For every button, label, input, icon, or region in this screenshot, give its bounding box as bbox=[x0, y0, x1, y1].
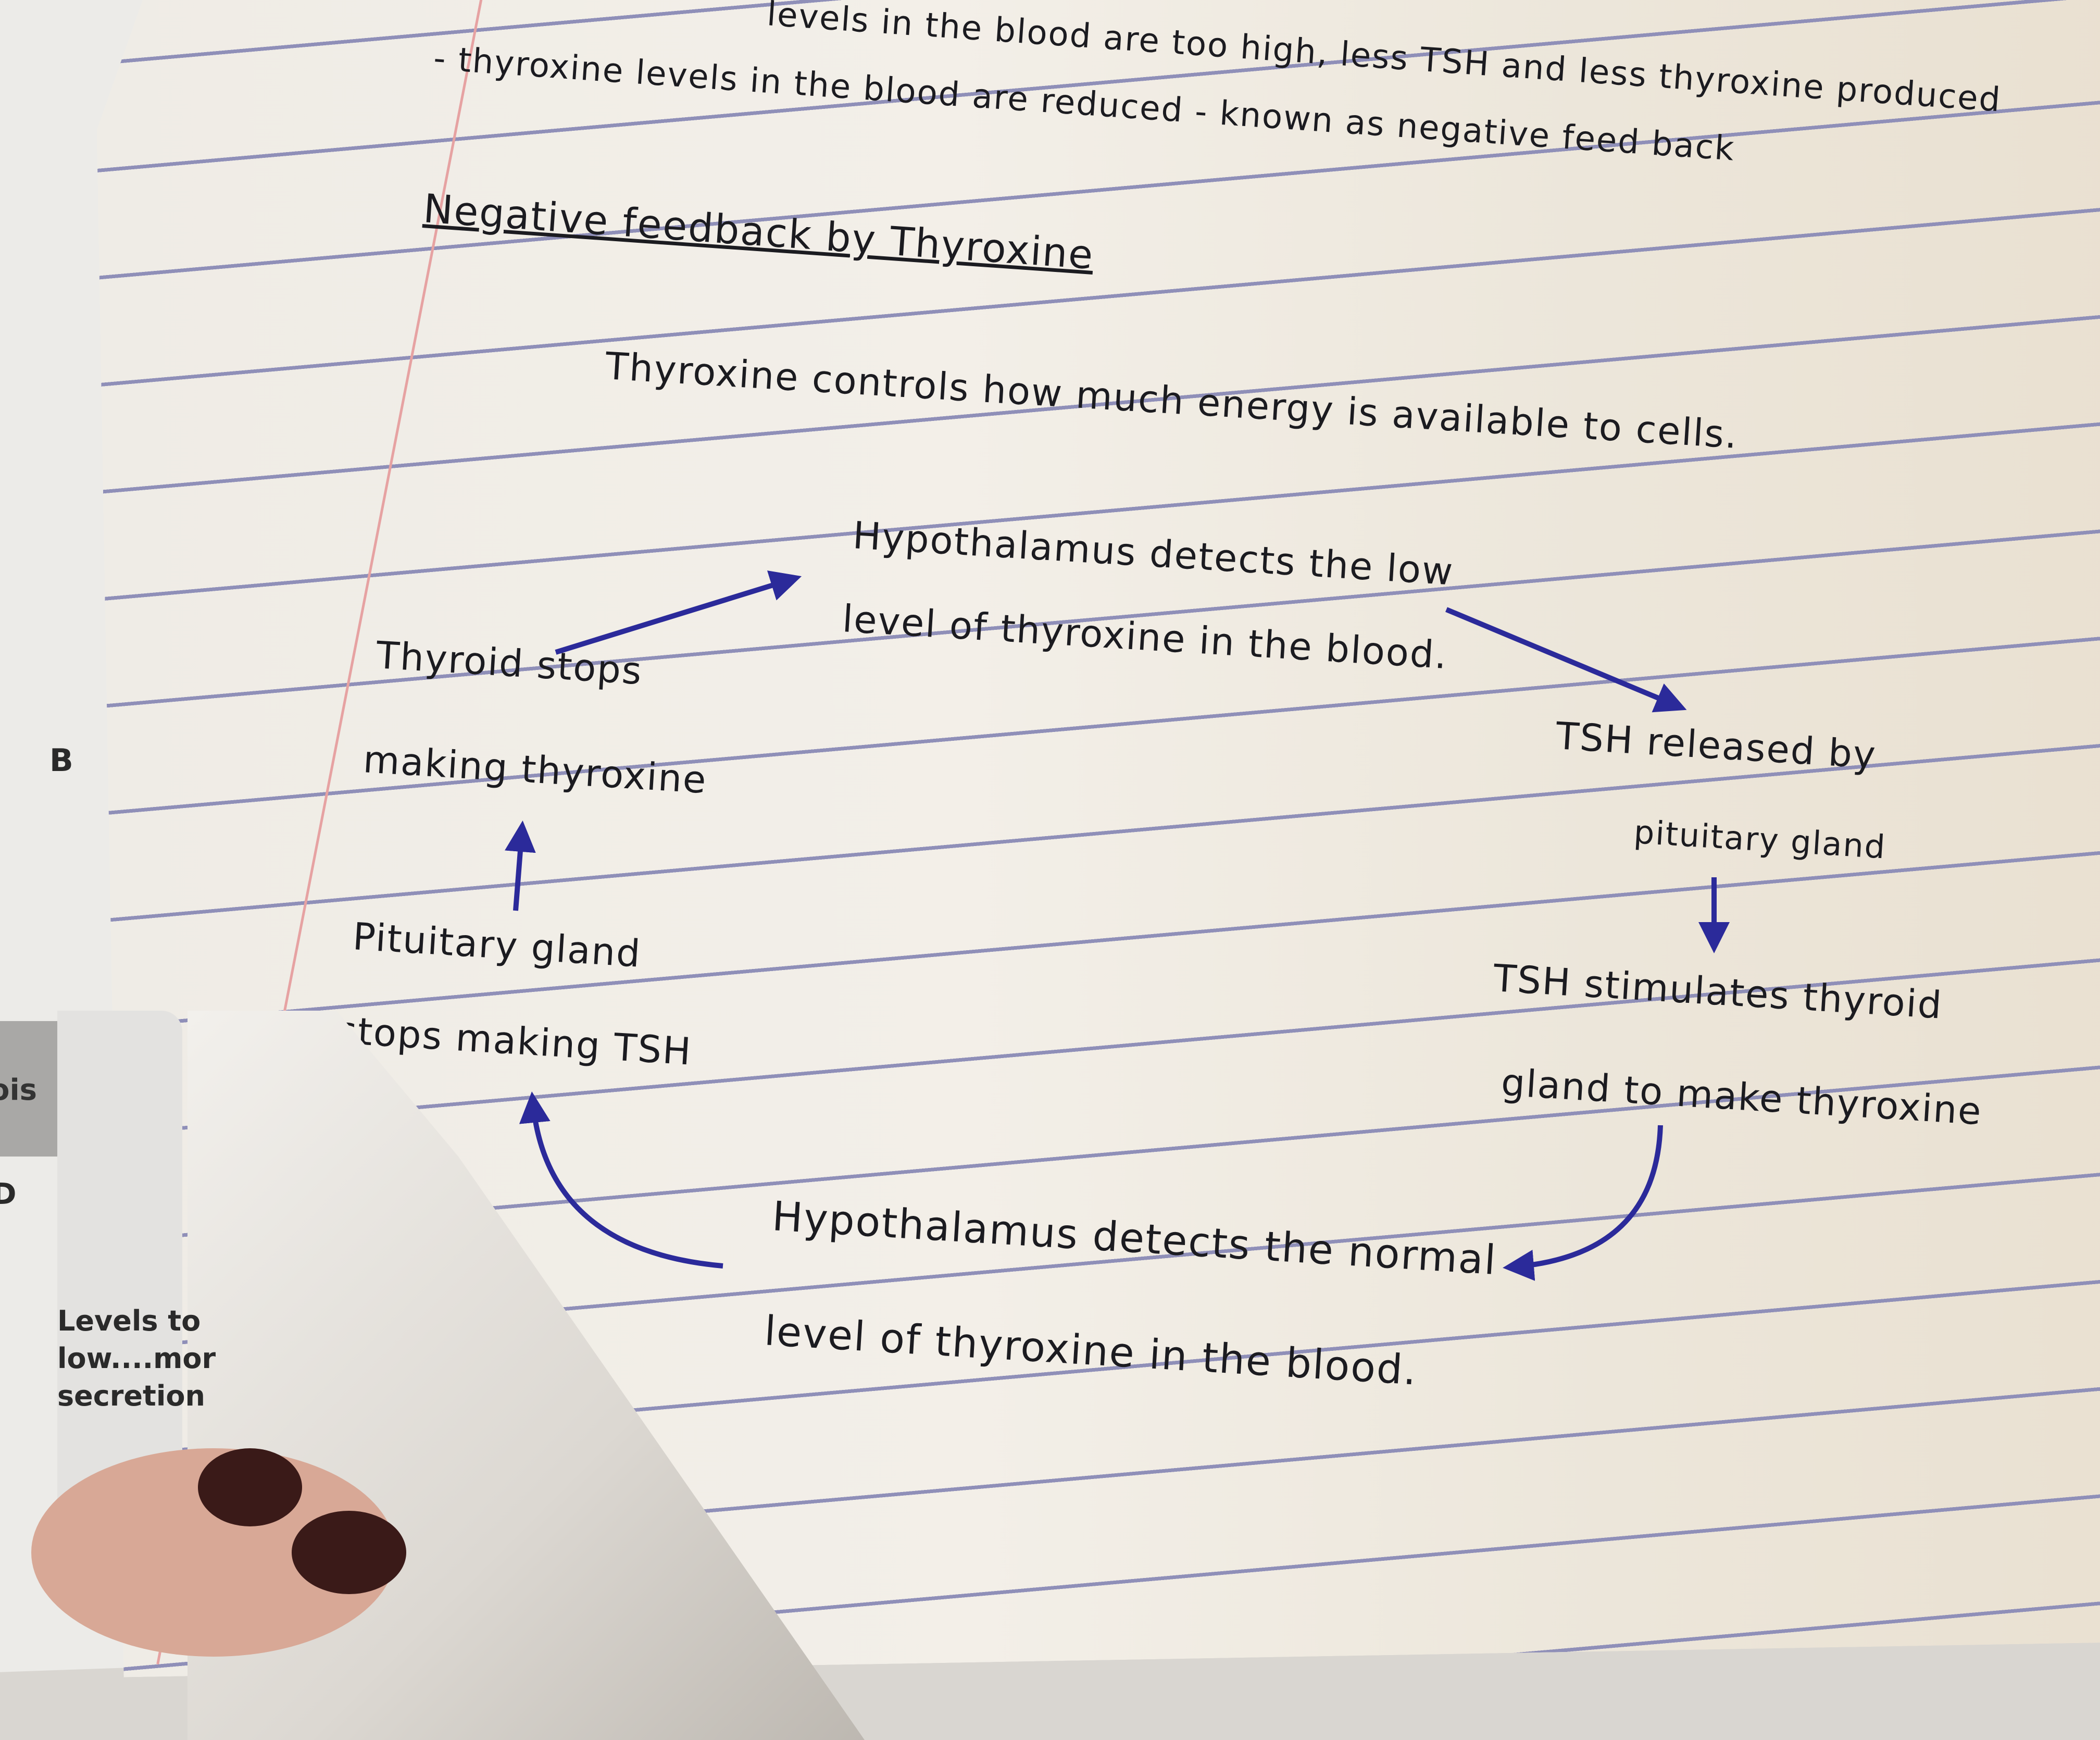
worksheet-fragment: ois bbox=[0, 1073, 37, 1107]
arrow-pituitary-to-thyroid bbox=[504, 821, 536, 911]
arrow-hypothalamus-to-tsh bbox=[1445, 607, 1687, 713]
worksheet-fragment-d: D bbox=[0, 1177, 17, 1211]
arrow-normal-to-pituitary bbox=[519, 1091, 723, 1269]
arrow-thyroid-to-hypothalamus bbox=[555, 570, 802, 655]
fingernail bbox=[198, 1448, 302, 1526]
worksheet-letter-b: B bbox=[49, 742, 73, 779]
worksheet-card-text: Levels to low....mor secretion bbox=[57, 1302, 216, 1415]
arrow-stimulates-to-normal bbox=[1503, 1125, 1663, 1281]
cycle-arrows bbox=[504, 570, 1730, 1281]
card-line: low....mor bbox=[57, 1342, 216, 1375]
card-line: secretion bbox=[57, 1379, 205, 1412]
fingernail bbox=[292, 1511, 406, 1594]
card-line: Levels to bbox=[57, 1304, 201, 1337]
worksheet-card bbox=[57, 1011, 182, 1532]
